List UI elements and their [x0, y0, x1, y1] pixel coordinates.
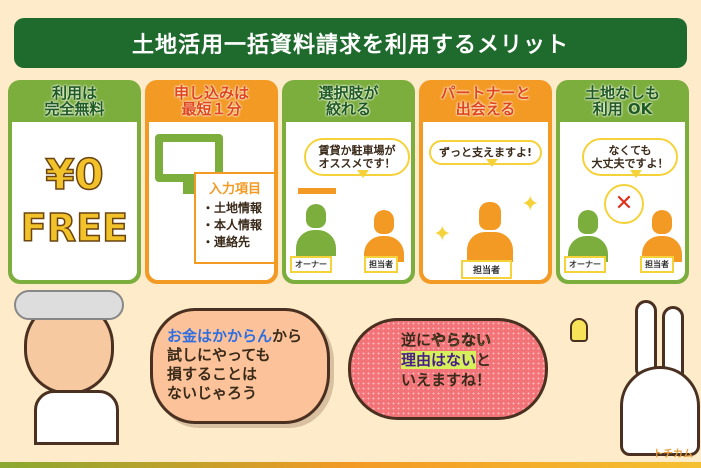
box-title: 入力項目	[208, 182, 261, 197]
list-item: ・土地情報	[202, 201, 263, 215]
land-icon	[298, 188, 336, 194]
speech-bubble: なくても 大丈夫ですよ！	[582, 138, 678, 178]
agent-icon	[364, 210, 404, 262]
sparkle-icon: ✦	[521, 192, 540, 217]
card-no-land: 土地なしも 利用 OK なくても 大丈夫ですよ！ ✕ オーナー 担当者	[556, 80, 689, 284]
owner-label: オーナー	[564, 256, 606, 273]
highlight-text: お金はかからん	[167, 327, 273, 345]
speech-bubble: ずっと支えますよ!	[429, 140, 542, 167]
speech-text: 試しにやっても	[167, 346, 271, 364]
card-quick: 申し込みは 最短１分 入力項目 ・土地情報 ・本人情報 ・連絡先	[145, 80, 278, 284]
card-heading: 申し込みは 最短１分	[173, 84, 249, 118]
monitor-icon	[155, 134, 223, 182]
agent-icon	[642, 210, 682, 262]
card-heading: 土地なしも 利用 OK	[584, 84, 660, 118]
professor-illustration	[4, 290, 144, 450]
list-item: ・本人情報	[202, 218, 263, 232]
lightbulb-icon	[570, 318, 588, 342]
agent-label: 担当者	[364, 256, 398, 273]
speech-bubble-left: お金はかからんから 試しにやっても 損することは ないじゃろう	[150, 308, 330, 424]
free-text: FREE	[20, 205, 129, 251]
card-free: 利用は 完全無料 ¥0 FREE	[8, 80, 141, 284]
list-item: ・連絡先	[202, 235, 251, 249]
owner-icon	[568, 210, 608, 262]
card-choices: 選択肢が 絞れる 賃貸か駐車場が オススメです！ オーナー 担当者	[282, 80, 415, 284]
watermark-logo: トチカム	[653, 449, 693, 460]
card-heading: 利用は 完全無料	[44, 84, 105, 118]
owner-icon	[296, 204, 336, 256]
bottom-bar	[0, 462, 701, 468]
monitor-stand-icon	[183, 182, 195, 194]
input-items-box: 入力項目 ・土地情報 ・本人情報 ・連絡先	[194, 172, 276, 264]
speech-bubble: 賃貸か駐車場が オススメです！	[304, 138, 410, 178]
agent-label: 担当者	[640, 256, 674, 273]
speech-text: 逆に	[401, 331, 432, 349]
speech-text: から	[272, 327, 303, 345]
price-text: ¥0	[45, 149, 105, 200]
agent-label: 担当者	[461, 260, 513, 279]
speech-text: と	[476, 351, 492, 369]
card-partner: パートナーと 出会える ずっと支えますよ! ✦ ✦ 担当者	[419, 80, 552, 284]
sparkle-icon: ✦	[433, 222, 452, 247]
highlight-text: やらない	[431, 331, 492, 350]
speech-bubble-right: 逆にやらない 理由はないと いえますね！	[348, 318, 548, 420]
agent-icon	[467, 202, 513, 262]
no-land-icon: ✕	[604, 184, 644, 224]
speech-text: 損することは	[167, 365, 258, 383]
owner-label: オーナー	[290, 256, 332, 273]
card-heading: パートナーと 出会える	[440, 84, 531, 118]
speech-text: いえますね！	[401, 371, 492, 389]
highlight-text: 理由はない	[401, 351, 477, 369]
page-title: 土地活用一括資料請求を利用するメリット	[14, 18, 687, 68]
card-heading: 選択肢が 絞れる	[318, 84, 379, 118]
rabbit-illustration	[570, 300, 700, 460]
speech-text: ないじゃろう	[167, 384, 258, 402]
